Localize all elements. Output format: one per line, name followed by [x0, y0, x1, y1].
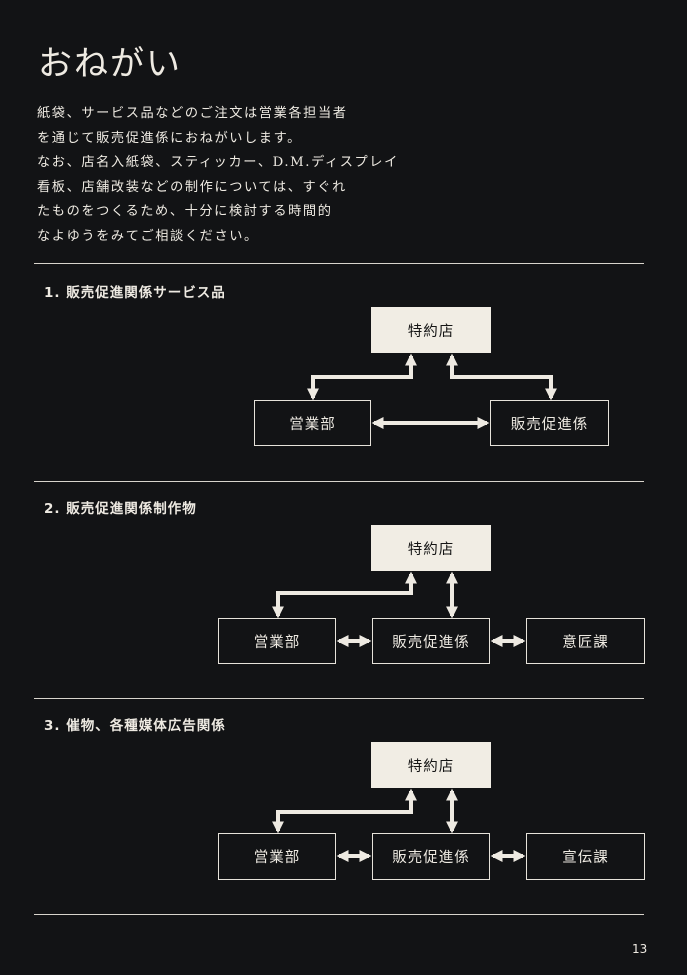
divider — [34, 481, 644, 482]
node-dealer: 特約店 — [371, 525, 491, 571]
page-number: 13 — [632, 942, 648, 956]
divider — [34, 263, 644, 264]
page-title: おねがい — [38, 44, 182, 84]
node-sales: 営業部 — [218, 618, 336, 664]
node-dealer: 特約店 — [371, 742, 491, 788]
node-design: 意匠課 — [526, 618, 645, 664]
intro-line: 紙袋、サービス品などのご注文は営業各担当者 — [37, 106, 348, 121]
arrow-dealer-sales — [272, 788, 417, 834]
node-promotion: 販売促進係 — [372, 618, 490, 664]
divider — [34, 914, 644, 915]
section-heading: 2. 販売促進関係制作物 — [44, 501, 197, 517]
node-sales: 営業部 — [218, 833, 336, 880]
intro-line: を通じて販売促進係におねがいします。 — [37, 130, 302, 146]
arrow-dealer-promo — [446, 353, 557, 401]
intro-line: 看板、店舗改装などの制作については、すぐれ — [37, 179, 347, 195]
node-dealer: 特約店 — [371, 307, 491, 353]
node-sales: 営業部 — [254, 400, 371, 446]
section-heading: 3. 催物、各種媒体広告関係 — [44, 718, 226, 734]
arrow-dealer-sales — [272, 571, 417, 619]
node-promotion: 販売促進係 — [490, 400, 609, 446]
intro-line: なお、店名入紙袋、スティッカー、D.M.ディスプレイ — [37, 155, 399, 171]
node-promotion: 販売促進係 — [372, 833, 490, 880]
intro-text: 紙袋、サービス品などのご注文は営業各担当者 を通じて販売促進係におねがいします。… — [37, 102, 399, 250]
divider — [34, 698, 644, 699]
node-advertising: 宣伝課 — [526, 833, 645, 880]
section-heading: 1. 販売促進関係サービス品 — [44, 285, 226, 301]
intro-line: たものをつくるため、十分に検討する時間的 — [37, 204, 333, 220]
arrow-dealer-sales — [307, 353, 417, 401]
intro-line: なよゆうをみてご相談ください。 — [37, 228, 259, 244]
